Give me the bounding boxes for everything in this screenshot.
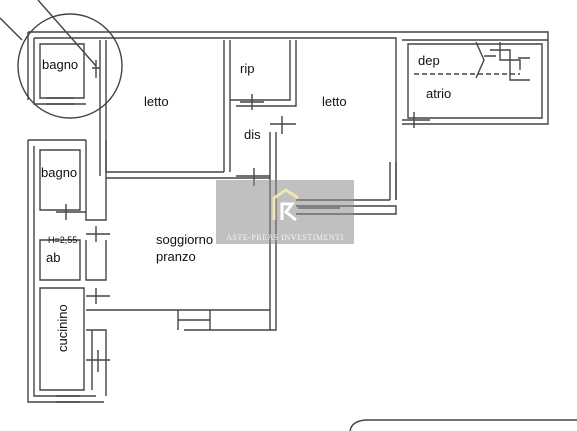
wall-rip-2 (236, 40, 297, 107)
callout-leader-1 (0, 17, 23, 41)
callout-circle (17, 13, 123, 119)
window-mark-3 (56, 395, 80, 403)
wall-atrio-inner (407, 43, 543, 119)
door-mark-2 (240, 94, 264, 110)
door-mark-1 (92, 60, 100, 78)
wall-central-col-2 (85, 240, 107, 281)
wall-bagno-top-inner (39, 43, 85, 99)
door-mark-6 (86, 226, 110, 242)
wall-outer-top-inner (34, 37, 397, 200)
room-label-rip: rip (240, 61, 255, 76)
room-label-ab: ab (46, 250, 61, 265)
height-note: H=2,55 (48, 235, 78, 245)
wall-cucinino (39, 287, 85, 391)
room-label-letto-2: letto (322, 94, 347, 109)
room-label-pranzo: pranzo (156, 249, 196, 264)
wall-outer-top (28, 31, 549, 125)
house-logo-icon (272, 188, 299, 222)
door-mark-7 (86, 288, 110, 304)
room-label-atrio: atrio (426, 86, 452, 101)
watermark: ASTE-PREAS INVESTIMENTI (216, 180, 354, 244)
window-mark-2 (402, 112, 430, 128)
door-mark-5 (56, 204, 86, 220)
window-mark-4 (46, 97, 74, 105)
watermark-text: ASTE-PREAS INVESTIMENTI (226, 233, 344, 242)
room-label-dep: dep (418, 53, 440, 68)
wall-kitchen-top-2 (86, 329, 107, 396)
wall-central-column (85, 140, 107, 221)
door-mark-3 (270, 116, 296, 134)
room-label-dis: dis (244, 127, 261, 142)
wall-ab (39, 239, 81, 281)
window-mark-1 (177, 310, 211, 330)
room-label-bagno-top: bagno (42, 57, 79, 72)
room-label-soggiorno: soggiorno (156, 232, 214, 247)
room-label-letto-1: letto (144, 94, 169, 109)
wall-bagno-left (39, 149, 81, 211)
door-mark-8 (86, 350, 110, 372)
wall-rip (230, 40, 291, 101)
window-mark-5 (389, 162, 397, 200)
callout-leader-2 (37, 0, 97, 67)
frame-curve (349, 419, 577, 431)
staircase (475, 41, 530, 81)
room-label-cucinino: cucinino (55, 304, 70, 352)
room-label-bagno-left: bagno (41, 165, 78, 180)
